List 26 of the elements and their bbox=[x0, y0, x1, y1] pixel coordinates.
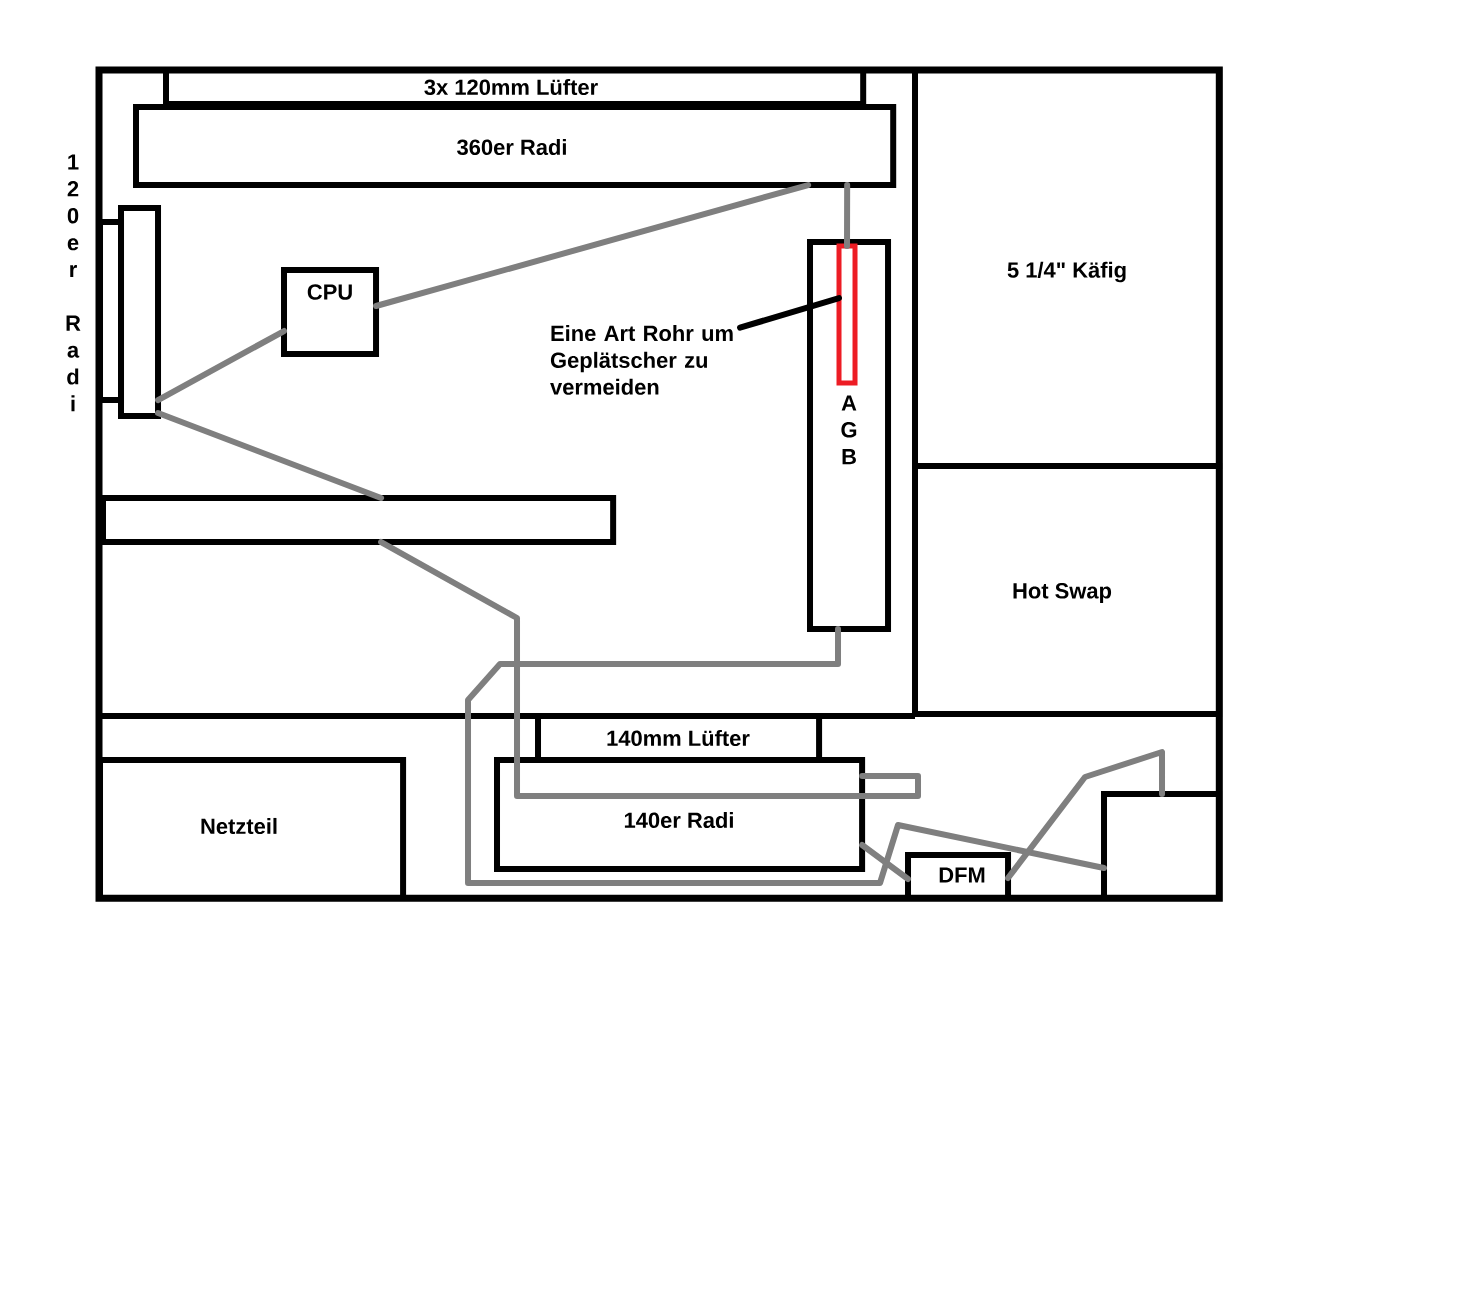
tube-line bbox=[844, 182, 851, 249]
component-box bbox=[100, 495, 617, 545]
radiator-box: 140er Radi bbox=[494, 757, 866, 872]
drive-cage-box: 5 1/4" Käfig bbox=[912, 67, 1223, 470]
radiator-box: 360er Radi bbox=[133, 104, 897, 188]
tube-line bbox=[1005, 749, 1165, 881]
tube-line bbox=[465, 626, 1107, 886]
component-box bbox=[97, 219, 124, 404]
tube-outline bbox=[836, 243, 858, 386]
flow-meter-box: DFM bbox=[905, 852, 1012, 901]
tube-line bbox=[373, 182, 812, 309]
node-label: 120er Radi bbox=[66, 154, 81, 412]
leader-line bbox=[737, 295, 842, 331]
tube-line bbox=[378, 539, 921, 799]
fan-box: 3x 120mm Lüfter bbox=[163, 67, 867, 107]
fan-box: 140mm Lüfter bbox=[535, 713, 823, 763]
cpu-box: CPU bbox=[281, 267, 380, 357]
psu-box: Netzteil bbox=[97, 757, 407, 902]
case-outline bbox=[95, 66, 1223, 902]
tube-line bbox=[859, 842, 911, 882]
component-box bbox=[1101, 791, 1223, 902]
tube-line bbox=[155, 410, 385, 501]
tube-line bbox=[155, 328, 287, 404]
reservoir-box: AGB bbox=[807, 239, 892, 633]
drive-bay-box: Hot Swap bbox=[912, 463, 1223, 718]
note-text: Eine Art Rohr um Geplätscher zu vermeiden bbox=[550, 325, 733, 395]
